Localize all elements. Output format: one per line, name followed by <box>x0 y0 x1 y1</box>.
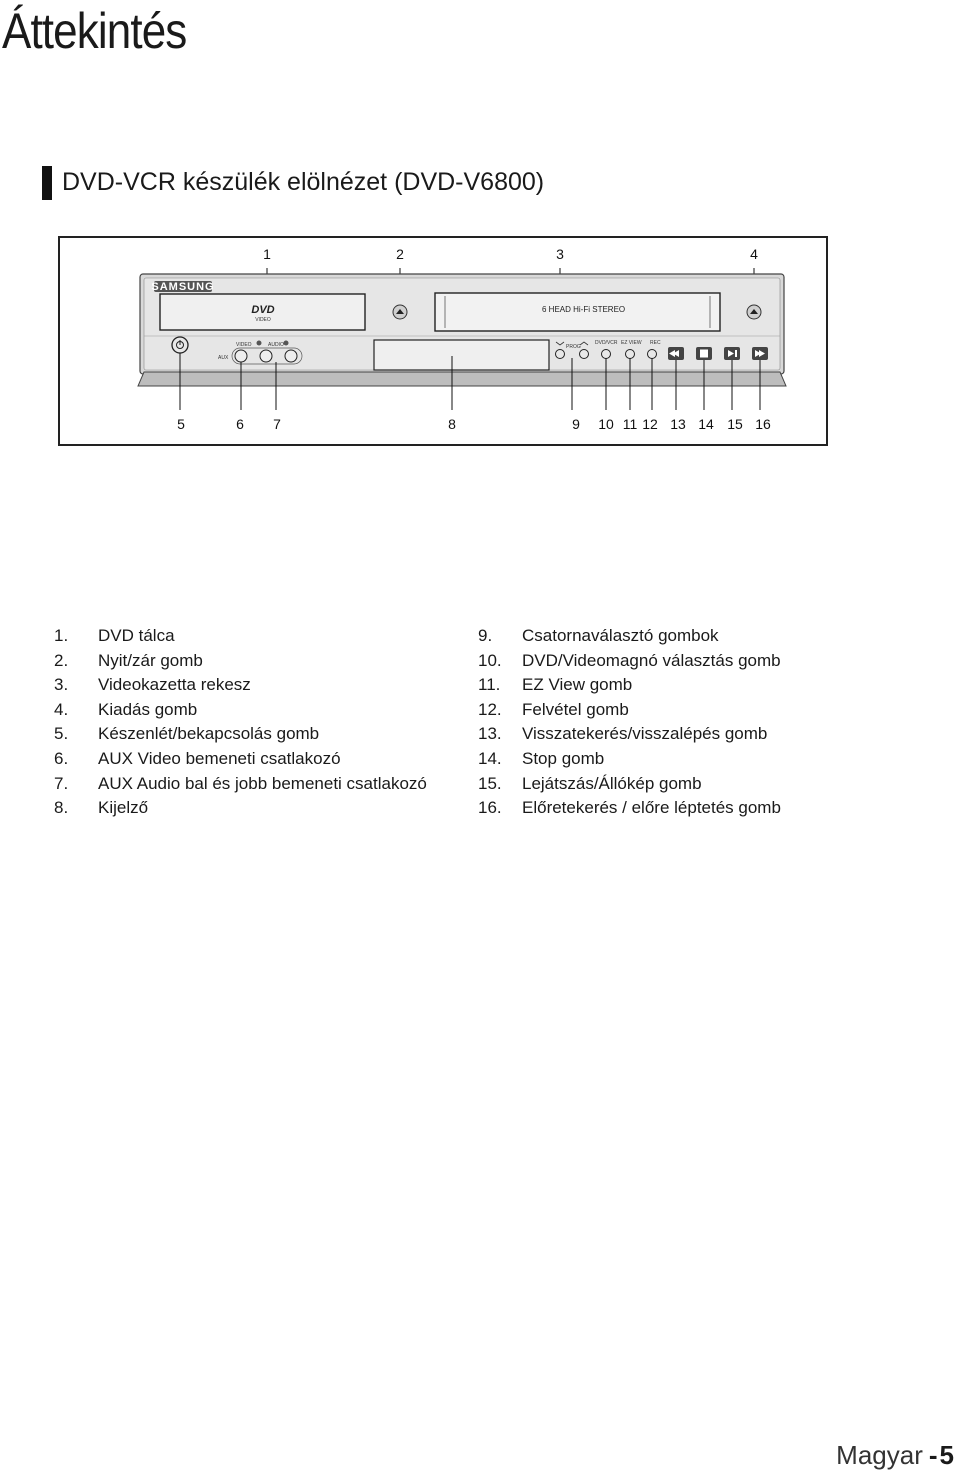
vcr-label: 6 HEAD Hi-Fi STEREO <box>542 305 625 314</box>
cassette-compartment[interactable]: 6 HEAD Hi-Fi STEREO <box>434 292 721 332</box>
callout-9: 9 <box>572 416 580 432</box>
ezview-label: EZ VIEW <box>621 340 642 346</box>
dvd-vcr-device: SAMSUNG DVD VIDEO 6 HEAD Hi-Fi STEREO <box>137 273 787 387</box>
legend-item: 9.Csatornaválasztó gombok <box>478 626 719 645</box>
play-icon <box>728 350 734 357</box>
dvdvcr-label: DVD/VCR <box>595 340 618 346</box>
legend-item: 5.Készenlét/bekapcsolás gomb <box>54 724 320 744</box>
callout-11: 11 <box>623 416 638 432</box>
prog-down-button[interactable] <box>555 349 565 359</box>
eject-button[interactable] <box>746 304 762 320</box>
aux-video-jack[interactable] <box>234 349 248 363</box>
rec-button[interactable] <box>647 349 657 359</box>
callout-8: 8 <box>448 416 456 432</box>
eject-icon <box>750 309 758 314</box>
legend-item: 4.Kiadás gomb <box>54 699 198 719</box>
legend-item: 7.AUX Audio bal és jobb bemeneti csatlak… <box>54 773 427 793</box>
callout-10: 10 <box>598 416 614 432</box>
eject-icon <box>396 309 404 314</box>
callout-16: 16 <box>755 416 771 432</box>
dvd-vcr-button[interactable] <box>601 349 611 359</box>
page-title: Áttekintés <box>2 3 187 59</box>
legend-item: 16.Előretekerés / előre léptetés gomb <box>478 798 781 818</box>
prog-label: PROG <box>566 344 581 350</box>
rec-label: REC <box>650 340 661 346</box>
ez-view-button[interactable] <box>625 349 635 359</box>
open-close-button[interactable] <box>392 304 408 320</box>
front-display <box>373 339 550 371</box>
standby-on-button[interactable] <box>171 336 189 354</box>
callout-2: 2 <box>396 246 404 262</box>
callout-15: 15 <box>727 416 743 432</box>
legend-item: 2.Nyit/zár gomb <box>54 650 203 670</box>
legend-item: 11.EZ View gomb <box>478 675 633 695</box>
section-title: DVD-VCR készülék elölnézet (DVD-V6800) <box>62 168 545 196</box>
prog-up-button[interactable] <box>579 349 589 359</box>
legend-item: 14.Stop gomb <box>478 748 605 768</box>
callout-14: 14 <box>698 416 714 432</box>
callout-4: 4 <box>750 246 758 262</box>
rewind-icon <box>669 350 679 357</box>
fast-forward-icon <box>755 350 765 357</box>
device-illustration: 1 2 3 4 SAMSUNG DVD VIDEO <box>137 246 787 432</box>
legend-item: 8.Kijelző <box>54 798 149 818</box>
device-front-view-figure: 1 2 3 4 SAMSUNG DVD VIDEO <box>58 236 828 446</box>
video-label: VIDEO <box>236 342 252 348</box>
aux-audio-left-jack[interactable] <box>259 349 273 363</box>
legend-right-column: 9.Csatornaválasztó gombok 10.DVD/Videoma… <box>478 624 938 821</box>
aux-label: AUX <box>218 355 229 361</box>
legend-item: 3.Videokazetta rekesz <box>54 675 251 695</box>
aux-audio-right-jack[interactable] <box>284 349 298 363</box>
callout-7: 7 <box>273 416 281 432</box>
rewind-skip-back-button[interactable] <box>668 347 684 360</box>
callout-12: 12 <box>642 416 658 432</box>
legend-item: 6.AUX Video bemeneti csatlakozó <box>54 748 341 768</box>
audio-label: AUDIO <box>268 342 284 348</box>
legend-item: 12.Felvétel gomb <box>478 699 629 719</box>
callout-13: 13 <box>670 416 686 432</box>
legend-item: 10.DVD/Videomagnó választás gomb <box>478 650 781 670</box>
dvd-logo-sub: VIDEO <box>255 317 271 323</box>
page-number: 5 <box>939 1440 954 1470</box>
fast-forward-skip-button[interactable] <box>752 347 768 360</box>
callout-3: 3 <box>556 246 564 262</box>
play-pause-button[interactable] <box>724 347 740 360</box>
callout-5: 5 <box>177 416 185 432</box>
stop-icon <box>700 349 708 358</box>
footer-language: Magyar <box>836 1440 923 1470</box>
legend-item: 13.Visszatekerés/visszalépés gomb <box>478 724 768 744</box>
footer-separator: - <box>928 1440 938 1470</box>
callout-6: 6 <box>236 416 244 432</box>
legend-left-column: 1.DVD tálca 2.Nyit/zár gomb 3.Videokazet… <box>54 624 454 821</box>
brand-text: SAMSUNG <box>151 281 214 293</box>
callout-1: 1 <box>263 246 271 262</box>
legend-item: 15.Lejátszás/Állókép gomb <box>478 773 702 793</box>
page-footer: Magyar-5 <box>836 1440 954 1471</box>
legend-item: 1.DVD tálca <box>54 626 175 645</box>
section-marker <box>42 166 52 200</box>
dvd-logo: DVD <box>251 304 274 316</box>
brand-logo <box>154 281 212 292</box>
dvd-tray[interactable]: DVD VIDEO <box>159 293 366 331</box>
stop-button[interactable] <box>696 347 712 360</box>
